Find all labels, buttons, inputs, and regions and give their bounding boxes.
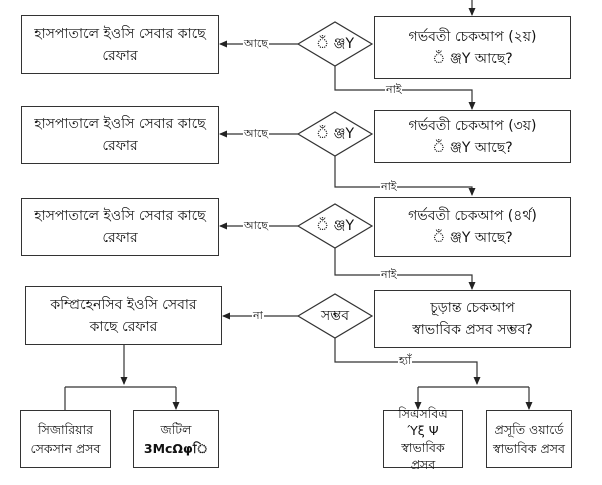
outcome-line: সিএসবিএ [398,406,448,421]
checkup-question: ঁ ঞ্জY আছে? [432,137,512,159]
edge-absent-1 [334,66,476,110]
checkup-question: ঁ ঞ্জY আছে? [432,48,512,70]
question-suffix: আছে? [474,230,513,246]
outcome-csba: সিএসবিএ Ύξ Ψ স্বাভাবিক প্রসব [383,406,463,472]
outcome-line: সেকসান প্রসব [30,441,101,456]
checkup-box-2: গর্ভবতী চেকআপ (৩য়) ঁ ঞ্জY আছে? [374,110,571,163]
referral-box-3: হাসপাতালে ইওসি সেবার কাছে রেফার [21,198,219,256]
outcome-line: স্বাভাবিক প্রসব [493,441,565,456]
referral-line: কম্প্রিহেনসিব ইওসি সেবার [50,296,197,313]
outcome-complicated: জটিল 3McΩφি [133,410,219,468]
outcome-line: 3McΩφি [143,441,209,456]
checkup-box-final: চূড়ান্ত চেকআপ স্বাভাবিক প্রসব সম্ভব? [374,290,571,348]
question-glyph: ঁ ঞ্জY [432,139,471,156]
referral-box-comprehensive: কম্প্রিহেনসিব ইওসি সেবার কাছে রেফার [25,286,222,345]
edge-label-yes: হ্যাঁ [398,354,413,367]
decision-diamond-1 [296,21,374,67]
edge-label-absent-3: নাই [380,268,398,281]
decision-diamond-3 [296,203,374,249]
checkup-question: স্বাভাবিক প্রসব সম্ভব? [412,322,533,338]
edge-absent-2 [334,156,476,196]
edge-label-absent-2: নাই [380,180,398,193]
outcome-maternity-ward: প্রসূতি ওয়ার্ডে স্বাভাবিক প্রসব [486,410,572,468]
checkup-question: ঁ ঞ্জY আছে? [432,227,512,249]
outcome-caesarean: সিজারিয়ার সেকসান প্রসব [20,410,111,468]
edge-label-present-3: আছে [243,219,269,232]
referral-line: রেফার [102,47,138,64]
outcome-line: সিজারিয়ার [38,422,93,437]
decision-label-2: ঁ ঞ্জY [315,126,355,142]
decision-diamond-2 [296,111,374,157]
referral-line: হাসপাতালে ইওসি সেবার কাছে [34,116,206,132]
decision-label-1: ঁ ঞ্জY [315,36,355,52]
checkup-title: গর্ভবতী চেকআপ (২য়) [408,28,537,45]
outcome-line: Ύξ Ψ স্বাভাবিক [401,423,445,455]
edge-label-present-2: আছে [243,127,269,140]
referral-line: রেফার [102,230,138,246]
question-suffix: আছে? [474,50,513,67]
edge-absent-3 [334,248,476,290]
referral-line: হাসপাতালে ইওসি সেবার কাছে [34,25,206,42]
checkup-title: গর্ভবতী চেকআপ (৩য়) [408,117,537,134]
referral-box-2: হাসপাতালে ইওসি সেবার কাছে রেফার [21,106,219,164]
outcome-line: প্রসূতি ওয়ার্ডে [494,422,564,437]
decision-label-3: ঁ ঞ্জY [315,218,355,234]
checkup-title: চূড়ান্ত চেকআপ [430,300,515,316]
referral-line: হাসপাতালে ইওসি সেবার কাছে [34,208,206,224]
referral-line: কাছে রেফার [89,318,158,335]
question-glyph: ঁ ঞ্জY [432,230,471,246]
edge-label-absent-1: নাই [385,83,403,96]
checkup-title: গর্ভবতী চেকআপ (৪র্থ) [408,208,537,224]
outcome-line: প্রসব [410,457,436,472]
question-glyph: ঁ ঞ্জY [432,50,471,67]
checkup-box-1: গর্ভবতী চেকআপ (২য়) ঁ ঞ্জY আছে? [374,16,571,79]
question-suffix: আছে? [474,139,513,156]
edge-label-no: না [252,309,264,322]
checkup-box-3: গর্ভবতী চেকআপ (৪র্থ) ঁ ঞ্জY আছে? [374,197,571,257]
decision-label-4: সম্ভব [320,308,350,324]
edge-label-present-1: আছে [243,37,269,50]
decision-diamond-4 [296,293,374,339]
outcome-line: জটিল [160,422,192,437]
referral-box-1: হাসপাতালে ইওসি সেবার কাছে রেফার [21,15,219,74]
referral-line: রেফার [102,138,138,154]
